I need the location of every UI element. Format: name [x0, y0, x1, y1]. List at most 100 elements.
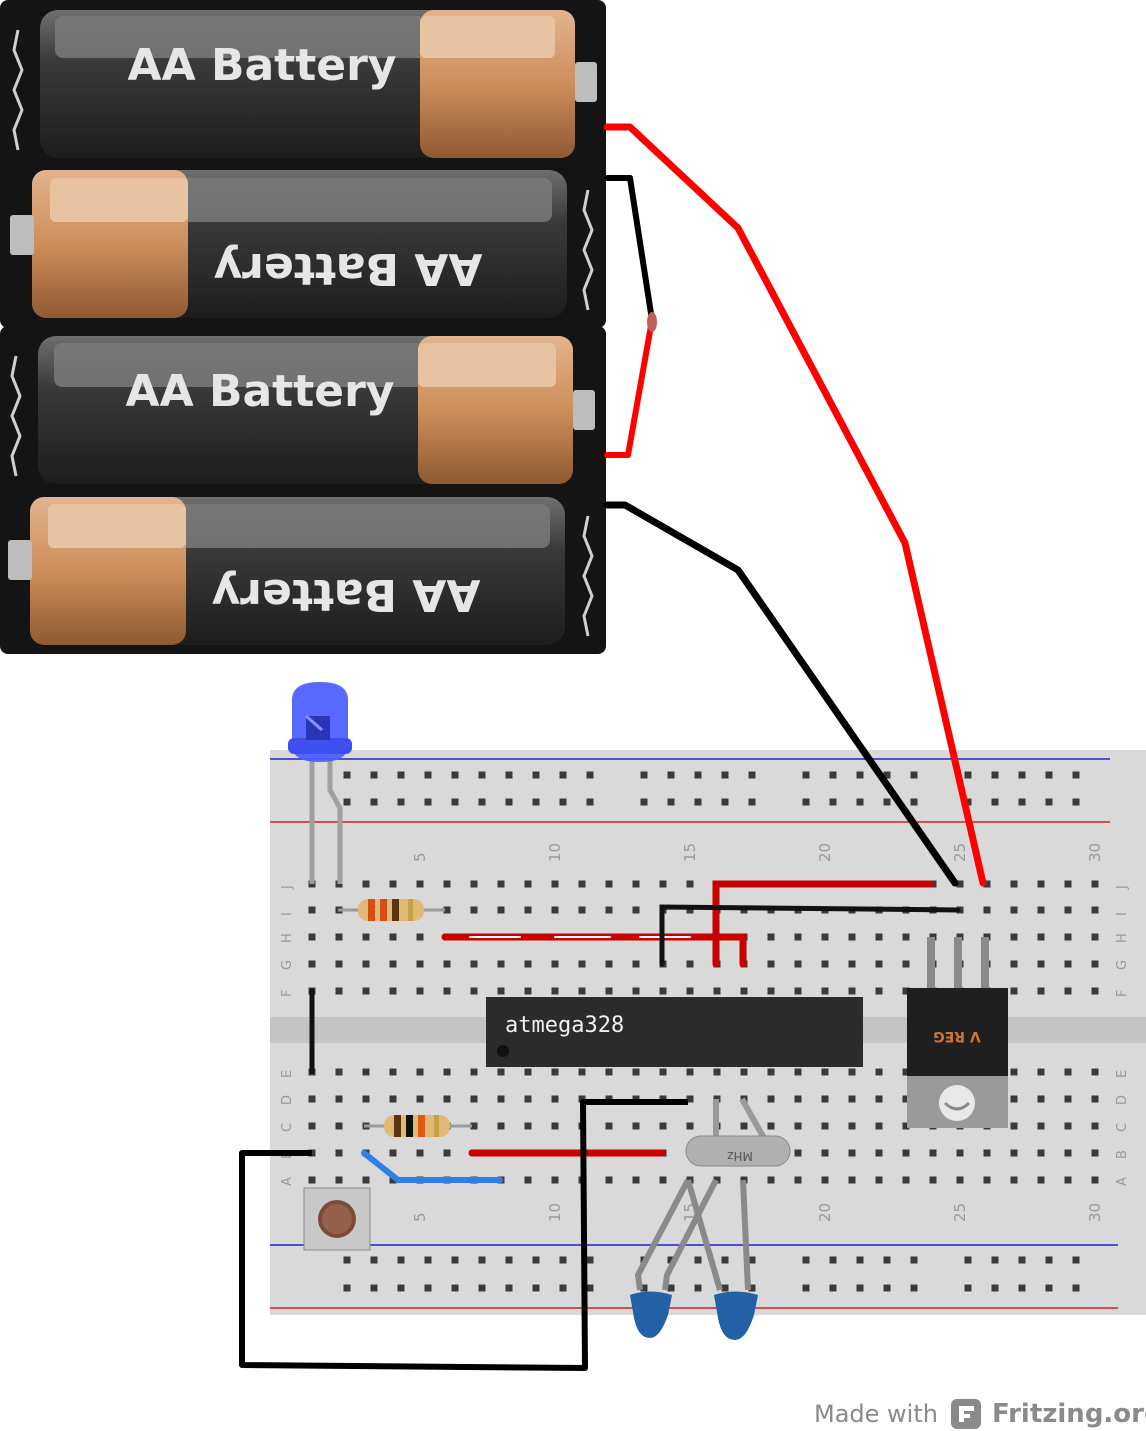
rail-hole: [370, 771, 378, 779]
row-letter-c-left: C: [280, 1123, 295, 1132]
rail-hole: [559, 1284, 567, 1292]
breadboard-hole: [875, 933, 883, 941]
wire-black-link: [604, 175, 655, 323]
rail-hole: [1018, 771, 1026, 779]
breadboard-hole: [1091, 1122, 1099, 1130]
breadboard-hole: [848, 933, 856, 941]
rail-hole: [532, 771, 540, 779]
breadboard-hole: [1037, 880, 1045, 888]
breadboard-hole: [767, 960, 775, 968]
col-number-30-bottom: 30: [1086, 1203, 1104, 1222]
breadboard-hole: [524, 960, 532, 968]
breadboard-hole: [389, 987, 397, 995]
breadboard-hole: [632, 880, 640, 888]
col-number-25-top: 25: [951, 843, 969, 862]
breadboard-hole: [821, 1122, 829, 1130]
breadboard-hole: [767, 987, 775, 995]
breadboard-hole: [686, 1122, 694, 1130]
breadboard-hole: [578, 1068, 586, 1076]
breadboard-hole: [713, 987, 721, 995]
breadboard-hole: [794, 960, 802, 968]
rail-hole: [991, 1256, 999, 1264]
footer: Made with Fritzing.org: [814, 1399, 1146, 1429]
rail-hole: [964, 1284, 972, 1292]
breadboard-hole: [1010, 1176, 1018, 1184]
breadboard-hole: [848, 1176, 856, 1184]
col-number-30-top: 30: [1086, 843, 1104, 862]
rail-hole: [964, 771, 972, 779]
breadboard-hole: [362, 1176, 370, 1184]
breadboard-hole: [875, 1176, 883, 1184]
breadboard-hole: [686, 960, 694, 968]
row-letter-d-right: D: [1115, 1095, 1130, 1105]
rail-hole: [748, 1256, 756, 1264]
breadboard-hole: [686, 1095, 694, 1103]
breadboard-hole: [929, 1149, 937, 1157]
breadboard-hole: [821, 1149, 829, 1157]
row-letter-h-right: H: [1115, 933, 1130, 943]
breadboard-jumpers: [309, 880, 961, 1183]
breadboard-hole: [659, 1176, 667, 1184]
rail-hole: [559, 771, 567, 779]
rail-hole: [1072, 1256, 1080, 1264]
rail-hole: [370, 798, 378, 806]
breadboard-hole: [1037, 1122, 1045, 1130]
rail-hole: [532, 1284, 540, 1292]
rail-hole: [586, 771, 594, 779]
breadboard-hole: [1010, 987, 1018, 995]
breadboard-hole: [551, 1176, 559, 1184]
rail-hole: [1018, 798, 1026, 806]
breadboard-hole: [848, 1068, 856, 1076]
rail-hole: [586, 1284, 594, 1292]
rail-hole: [1072, 798, 1080, 806]
rail-hole: [910, 1284, 918, 1292]
breadboard-hole: [335, 1122, 343, 1130]
breadboard-hole: [605, 960, 613, 968]
made-with-text: Made with: [814, 1400, 938, 1428]
breadboard-hole: [983, 906, 991, 914]
battery-3-label: AA Battery: [126, 366, 395, 417]
row-letter-a-left: A: [280, 1177, 295, 1186]
rail-hole: [991, 771, 999, 779]
resistor-bottom: [364, 1115, 472, 1137]
rail-hole: [370, 1256, 378, 1264]
col-number-5-top: 5: [411, 852, 429, 862]
breadboard-hole: [821, 1095, 829, 1103]
breadboard-hole: [578, 1095, 586, 1103]
breadboard-hole: [1010, 960, 1018, 968]
breadboard-hole: [470, 1068, 478, 1076]
wire-black-main: [603, 501, 959, 887]
rail-hole: [586, 798, 594, 806]
breadboard-hole: [821, 960, 829, 968]
breadboard-hole: [605, 906, 613, 914]
breadboard-hole: [551, 906, 559, 914]
breadboard-hole: [1064, 960, 1072, 968]
breadboard-hole: [1037, 987, 1045, 995]
breadboard-hole: [929, 1176, 937, 1184]
breadboard-hole: [443, 1095, 451, 1103]
row-letter-j-right: J: [1115, 885, 1130, 890]
breadboard-hole: [1010, 1122, 1018, 1130]
breadboard-hole: [497, 1095, 505, 1103]
row-letter-i-right: I: [1115, 912, 1130, 916]
rail-hole: [1072, 1284, 1080, 1292]
breadboard-hole: [416, 987, 424, 995]
breadboard-hole: [551, 987, 559, 995]
row-letter-i-left: I: [280, 912, 295, 916]
battery-1: AA Battery: [40, 10, 597, 158]
rail-hole: [397, 1284, 405, 1292]
breadboard-hole: [1037, 1176, 1045, 1184]
rail-hole: [640, 771, 648, 779]
jumper-blue: [361, 1150, 503, 1183]
breadboard-hole: [497, 880, 505, 888]
rail-hole: [1045, 1256, 1053, 1264]
breadboard-hole: [875, 1149, 883, 1157]
resistor-top: [338, 899, 445, 921]
breadboard-hole: [443, 880, 451, 888]
jumper-black-top: [659, 904, 961, 967]
breadboard-hole: [335, 1149, 343, 1157]
rail-hole: [721, 1256, 729, 1264]
rail-hole: [1045, 798, 1053, 806]
battery-4-label: AA Battery: [212, 569, 481, 620]
rail-hole: [883, 798, 891, 806]
